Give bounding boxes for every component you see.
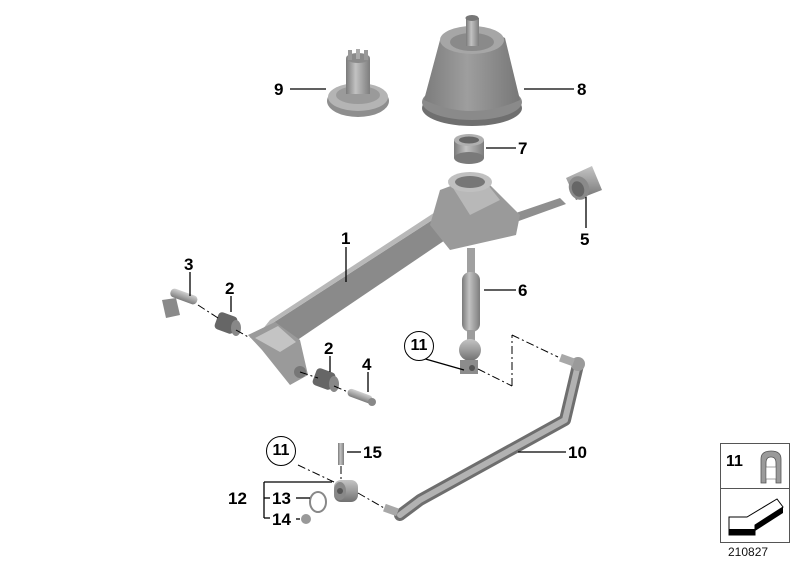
callout-10: 10: [568, 443, 587, 462]
part-5-sleeve: [566, 166, 602, 200]
callout-5: 5: [580, 230, 590, 249]
callout-2-lower: 2: [324, 339, 334, 358]
callout-1: 1: [341, 229, 351, 248]
direction-arrow-icon: [728, 498, 784, 536]
callout-8: 8: [577, 80, 587, 99]
callout-6: 6: [518, 281, 528, 300]
callout-12: 12: [228, 489, 247, 508]
part-15-dowel-pin: [338, 443, 344, 465]
legend-clip-number: 11: [726, 453, 743, 470]
part-2-bushing-lower: [312, 368, 339, 392]
part-2-bushing-upper: [214, 312, 241, 336]
leader-lines: [189, 88, 587, 520]
callout-11-upper: 11: [404, 331, 434, 361]
callout-14: 14: [272, 510, 291, 529]
part-6-shift-rod: [459, 248, 481, 374]
assembly-lines: [197, 304, 559, 509]
legend-clip-cell: 11: [721, 444, 789, 489]
part-7-retaining-nut: [454, 134, 484, 164]
part-8-gearshift-boot: [422, 15, 522, 126]
callout-13: 13: [272, 489, 291, 508]
part-9-boot-insert: [327, 49, 389, 117]
legend-box: 11: [720, 443, 790, 543]
securing-clip-icon: [760, 450, 782, 484]
part-10-selector-rod: [383, 353, 585, 521]
callout-15: 15: [363, 443, 382, 462]
legend-arrow-cell: [721, 489, 789, 542]
callout-3: 3: [184, 255, 194, 274]
part-12-joint: [334, 480, 358, 502]
callout-7: 7: [518, 139, 528, 158]
callout-9: 9: [274, 80, 284, 99]
part-3-pin-with-clip: [162, 288, 198, 318]
callout-2-upper: 2: [225, 279, 235, 298]
callout-11-lower: 11: [266, 436, 296, 466]
callout-4: 4: [362, 355, 372, 374]
diagram-number: 210827: [728, 545, 769, 559]
part-1-lever-bracket: [248, 172, 566, 385]
part-13-o-ring: [309, 491, 327, 513]
part-4-pin: [347, 388, 376, 406]
part-14-bushing: [301, 514, 311, 524]
